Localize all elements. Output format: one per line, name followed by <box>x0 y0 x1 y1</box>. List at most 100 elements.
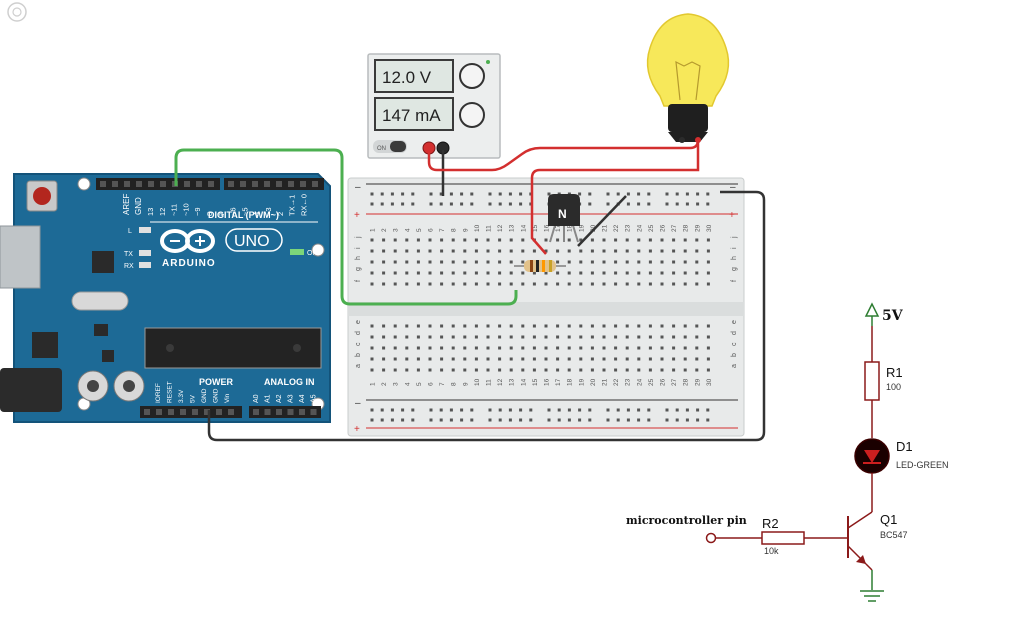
rail-hole[interactable] <box>390 202 394 206</box>
terminal-hole[interactable] <box>451 260 455 264</box>
rail-hole[interactable] <box>370 408 374 412</box>
digital-pin-hole[interactable] <box>252 181 258 187</box>
rail-hole[interactable] <box>665 408 669 412</box>
green-signal-wire[interactable] <box>174 148 518 306</box>
terminal-hole[interactable] <box>706 238 710 242</box>
terminal-hole[interactable] <box>602 260 606 264</box>
terminal-hole[interactable] <box>567 335 571 339</box>
terminal-hole[interactable] <box>637 368 641 372</box>
terminal-hole[interactable] <box>625 368 629 372</box>
terminal-hole[interactable] <box>370 271 374 275</box>
rail-hole[interactable] <box>390 408 394 412</box>
terminal-hole[interactable] <box>532 346 536 350</box>
terminal-hole[interactable] <box>509 368 513 372</box>
terminal-hole[interactable] <box>532 282 536 286</box>
rail-hole[interactable] <box>488 408 492 412</box>
terminal-hole[interactable] <box>532 335 536 339</box>
terminal-hole[interactable] <box>590 271 594 275</box>
rail-hole[interactable] <box>578 418 582 422</box>
terminal-hole[interactable] <box>637 324 641 328</box>
rail-hole[interactable] <box>665 418 669 422</box>
terminal-hole[interactable] <box>683 271 687 275</box>
terminal-hole[interactable] <box>544 368 548 372</box>
terminal-hole[interactable] <box>370 238 374 242</box>
rail-hole[interactable] <box>401 408 405 412</box>
terminal-hole[interactable] <box>440 324 444 328</box>
terminal-hole[interactable] <box>660 346 664 350</box>
terminal-hole[interactable] <box>474 238 478 242</box>
digital-pin-hole[interactable] <box>264 181 270 187</box>
terminal-hole[interactable] <box>556 357 560 361</box>
rail-hole[interactable] <box>588 192 592 196</box>
rail-hole[interactable] <box>606 408 610 412</box>
rail-hole[interactable] <box>626 408 630 412</box>
terminal-hole[interactable] <box>405 271 409 275</box>
terminal-hole[interactable] <box>579 282 583 286</box>
rail-hole[interactable] <box>401 192 405 196</box>
terminal-hole[interactable] <box>590 357 594 361</box>
terminal-hole[interactable] <box>706 249 710 253</box>
rail-hole[interactable] <box>637 192 641 196</box>
terminal-hole[interactable] <box>498 368 502 372</box>
digital-pin-hole[interactable] <box>184 181 190 187</box>
terminal-hole[interactable] <box>486 260 490 264</box>
terminal-hole[interactable] <box>544 346 548 350</box>
rail-hole[interactable] <box>370 202 374 206</box>
terminal-hole[interactable] <box>672 335 676 339</box>
terminal-hole[interactable] <box>695 260 699 264</box>
terminal-hole[interactable] <box>486 271 490 275</box>
power-pin-hole[interactable] <box>156 409 162 415</box>
terminal-hole[interactable] <box>498 282 502 286</box>
terminal-hole[interactable] <box>614 271 618 275</box>
terminal-hole[interactable] <box>672 346 676 350</box>
rail-hole[interactable] <box>696 408 700 412</box>
terminal-hole[interactable] <box>428 260 432 264</box>
lamp-to-transistor-wire[interactable] <box>530 140 700 255</box>
terminal-hole[interactable] <box>382 282 386 286</box>
terminal-hole[interactable] <box>521 346 525 350</box>
terminal-hole[interactable] <box>428 346 432 350</box>
terminal-hole[interactable] <box>393 260 397 264</box>
terminal-hole[interactable] <box>382 260 386 264</box>
rail-hole[interactable] <box>370 192 374 196</box>
digital-pin-hole[interactable] <box>112 181 118 187</box>
terminal-hole[interactable] <box>614 238 618 242</box>
rail-hole[interactable] <box>488 202 492 206</box>
rail-hole[interactable] <box>588 202 592 206</box>
rail-hole[interactable] <box>449 192 453 196</box>
terminal-hole[interactable] <box>370 335 374 339</box>
power-pin-hole[interactable] <box>168 409 174 415</box>
terminal-hole[interactable] <box>660 282 664 286</box>
terminal-hole[interactable] <box>590 260 594 264</box>
rail-hole[interactable] <box>401 202 405 206</box>
terminal-hole[interactable] <box>509 357 513 361</box>
terminal-hole[interactable] <box>637 346 641 350</box>
terminal-hole[interactable] <box>474 249 478 253</box>
terminal-hole[interactable] <box>556 368 560 372</box>
terminal-hole[interactable] <box>382 335 386 339</box>
terminal-hole[interactable] <box>521 335 525 339</box>
rail-hole[interactable] <box>370 418 374 422</box>
terminal-hole[interactable] <box>463 324 467 328</box>
terminal-hole[interactable] <box>382 271 386 275</box>
rail-hole[interactable] <box>706 192 710 196</box>
terminal-hole[interactable] <box>625 271 629 275</box>
rail-hole[interactable] <box>439 192 443 196</box>
terminal-hole[interactable] <box>474 357 478 361</box>
terminal-hole[interactable] <box>416 271 420 275</box>
reset-button[interactable] <box>33 187 51 205</box>
terminal-hole[interactable] <box>428 324 432 328</box>
terminal-hole[interactable] <box>463 249 467 253</box>
power-pin-hole[interactable] <box>144 409 150 415</box>
rail-hole[interactable] <box>696 192 700 196</box>
rail-hole[interactable] <box>380 192 384 196</box>
terminal-hole[interactable] <box>498 271 502 275</box>
terminal-hole[interactable] <box>474 271 478 275</box>
rail-hole[interactable] <box>488 418 492 422</box>
npn-transistor[interactable]: N <box>548 194 580 243</box>
terminal-hole[interactable] <box>602 249 606 253</box>
terminal-hole[interactable] <box>672 357 676 361</box>
analog-pin-hole[interactable] <box>264 409 271 415</box>
terminal-hole[interactable] <box>579 368 583 372</box>
